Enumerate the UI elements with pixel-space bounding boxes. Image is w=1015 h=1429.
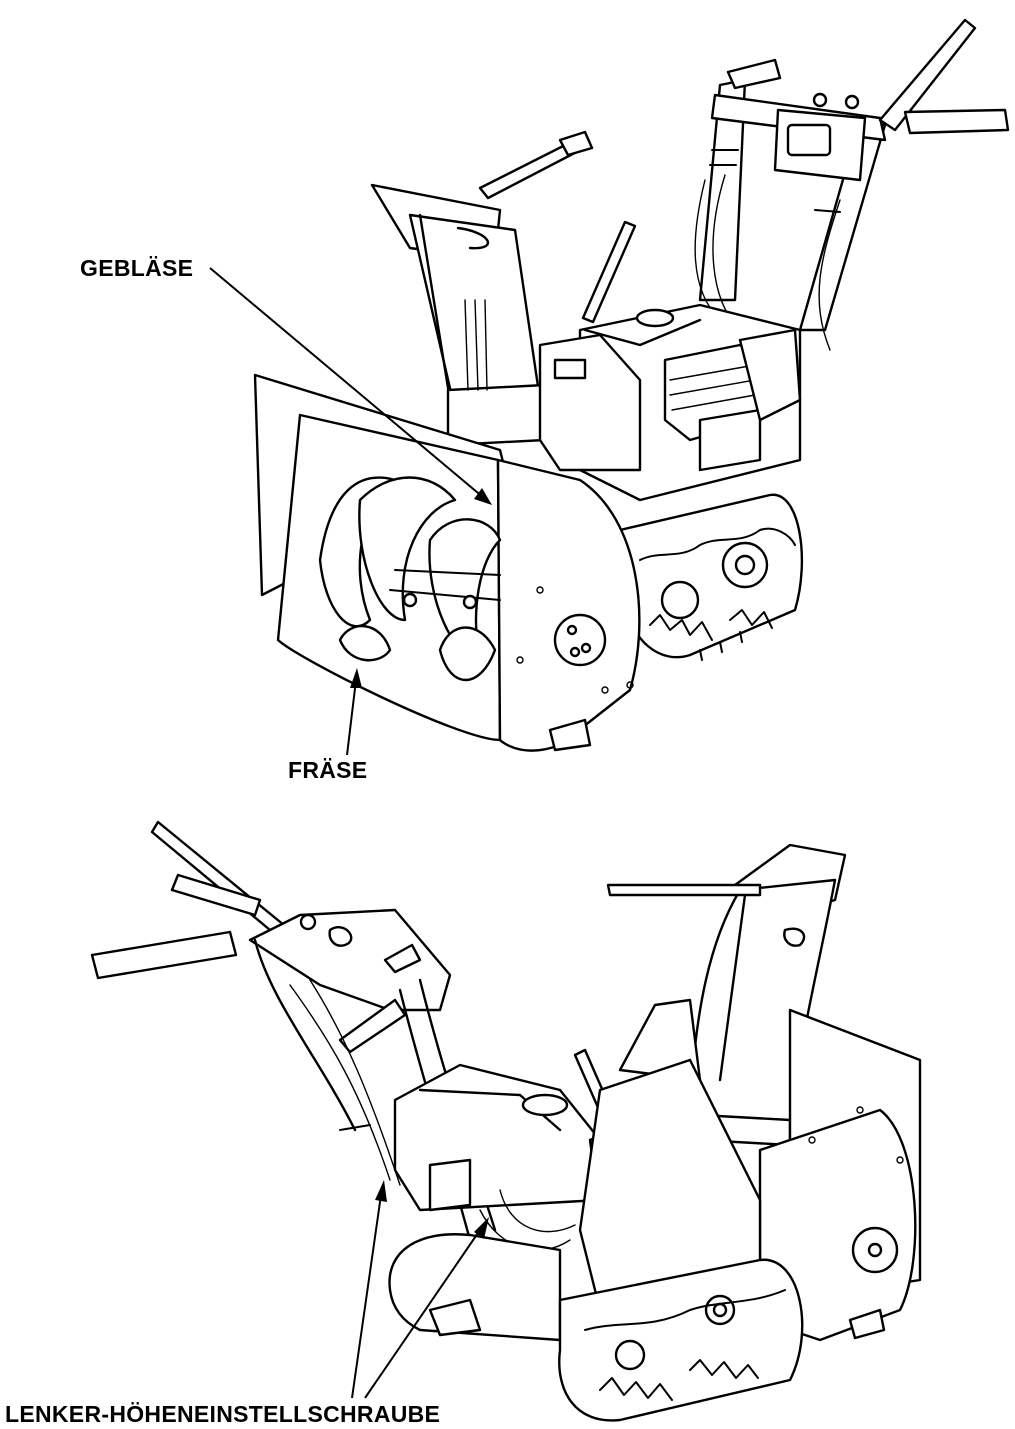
handlebar-screw-arrowhead-left xyxy=(375,1180,387,1202)
auger-label: FRÄSE xyxy=(288,757,367,783)
rear-auger-housing xyxy=(758,1008,922,1342)
handlebar-assembly xyxy=(694,18,1010,351)
handlebar-screw-leader-right xyxy=(364,1229,481,1399)
handlebar-screw-callout: LENKER-HÖHENEINSTELLSCHRAUBE xyxy=(5,1180,489,1427)
chute xyxy=(370,130,594,447)
rear-crawler-track xyxy=(388,1233,804,1422)
handlebar-screw-leader-left xyxy=(351,1194,382,1399)
auger-blades xyxy=(318,476,502,681)
blower-leader-line xyxy=(209,267,485,499)
engine xyxy=(538,303,802,502)
snow-blower-front-view: GEBLÄSE FRÄSE xyxy=(80,18,1010,783)
control-lever xyxy=(581,220,637,324)
blower-label: GEBLÄSE xyxy=(80,255,193,281)
blower-arrowhead xyxy=(474,488,492,505)
rear-engine xyxy=(393,998,762,1312)
auger-callout: FRÄSE xyxy=(288,668,367,783)
handlebar-screw-label: LENKER-HÖHENEINSTELLSCHRAUBE xyxy=(5,1401,440,1427)
auger-arrowhead xyxy=(350,668,362,688)
snow-blower-rear-view: LENKER-HÖHENEINSTELLSCHRAUBE xyxy=(5,820,922,1427)
auger-leader-line xyxy=(346,679,357,756)
blower-callout: GEBLÄSE xyxy=(80,255,492,505)
handlebar-screw-arrowhead-right xyxy=(474,1217,489,1239)
crawler-track xyxy=(618,493,804,661)
